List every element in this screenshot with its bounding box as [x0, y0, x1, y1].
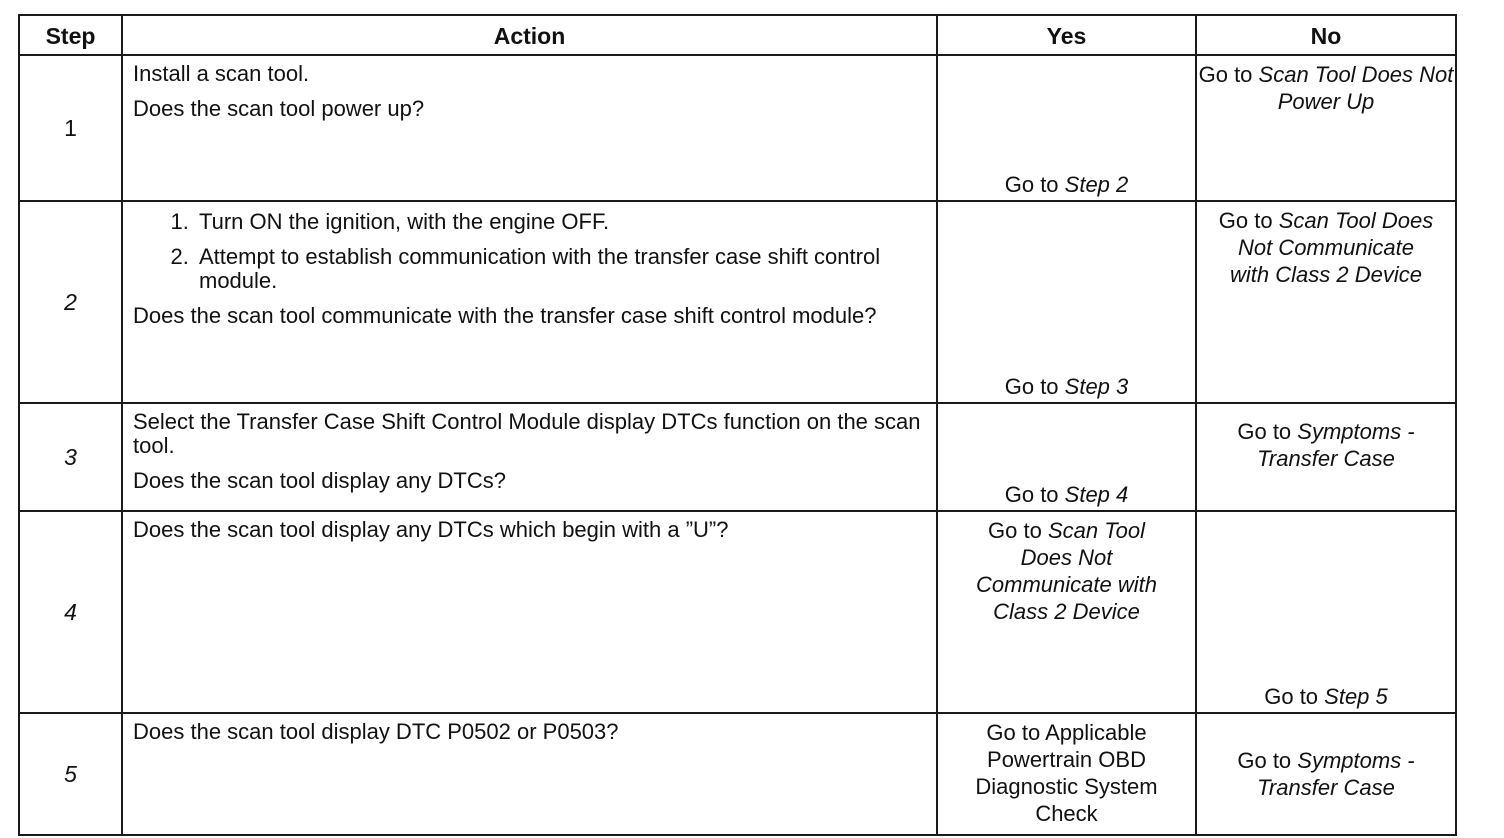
yes-cell: Go to Step 2: [936, 54, 1197, 202]
header-yes: Yes: [936, 14, 1197, 56]
action-cell: Install a scan tool. Does the scan tool …: [121, 54, 938, 202]
yes-cell: Go to Applicable Powertrain OBD Diagnost…: [936, 712, 1197, 836]
no-link[interactable]: Symptoms - Transfer Case: [1257, 748, 1415, 800]
action-cell: Turn ON the ignition, with the engine OF…: [121, 200, 938, 404]
action-cell: Select the Transfer Case Shift Control M…: [121, 402, 938, 512]
no-prefix: Go to: [1237, 748, 1298, 773]
no-cell: Go to Scan Tool Does Not Communicate wit…: [1195, 200, 1457, 404]
step-number: 1: [18, 54, 123, 202]
step-number: 4: [18, 510, 123, 714]
yes-link[interactable]: Go to Applicable Powertrain OBD Diagnost…: [975, 720, 1158, 826]
table-row: 3 Select the Transfer Case Shift Control…: [18, 402, 1457, 512]
header-no: No: [1195, 14, 1457, 56]
no-cell: Go to Symptoms - Transfer Case: [1195, 712, 1457, 836]
step-number: 2: [18, 200, 123, 404]
yes-prefix: Go to: [988, 518, 1048, 543]
diagnostic-table: Step Action Yes No 1 Install a scan tool…: [18, 14, 1457, 836]
header-action: Action: [121, 14, 938, 56]
table-row: 2 Turn ON the ignition, with the engine …: [18, 200, 1457, 404]
no-link[interactable]: Scan Tool Does Not Power Up: [1258, 62, 1454, 114]
action-question: Does the scan tool power up?: [133, 96, 425, 121]
header-step: Step: [18, 14, 123, 56]
table-row: 1 Install a scan tool. Does the scan too…: [18, 54, 1457, 202]
yes-prefix: Go to: [1004, 482, 1065, 507]
no-cell: Go to Scan Tool Does Not Power Up: [1195, 54, 1457, 202]
yes-link[interactable]: Step 3: [1064, 374, 1129, 399]
yes-cell: Go to Scan Tool Does Not Communicate wit…: [936, 510, 1197, 714]
yes-cell: Go to Step 4: [936, 402, 1197, 512]
action-question: Does the scan tool display any DTCs whic…: [133, 517, 729, 542]
header-row: Step Action Yes No: [18, 14, 1457, 56]
action-text: Select the Transfer Case Shift Control M…: [133, 409, 921, 458]
yes-link[interactable]: Scan Tool Does Not Communicate with Clas…: [976, 518, 1157, 624]
action-cell: Does the scan tool display any DTCs whic…: [121, 510, 938, 714]
yes-prefix: Go to: [1004, 374, 1065, 399]
no-prefix: Go to: [1218, 208, 1279, 233]
table-row: 5 Does the scan tool display DTC P0502 o…: [18, 712, 1457, 836]
no-prefix: Go to: [1198, 62, 1259, 87]
no-link[interactable]: Scan Tool Does Not Communicate with Clas…: [1230, 208, 1434, 287]
step-number: 5: [18, 712, 123, 836]
yes-link[interactable]: Step 4: [1064, 482, 1129, 507]
action-list-item: Attempt to establish communication with …: [195, 245, 926, 293]
action-list-item: Turn ON the ignition, with the engine OF…: [195, 210, 926, 234]
no-prefix: Go to: [1264, 684, 1325, 709]
yes-prefix: Go to: [1004, 172, 1065, 197]
action-question: Does the scan tool display any DTCs?: [133, 468, 506, 493]
action-question: Does the scan tool communicate with the …: [133, 303, 877, 328]
no-prefix: Go to: [1237, 419, 1298, 444]
no-cell: Go to Step 5: [1195, 510, 1457, 714]
step-number: 3: [18, 402, 123, 512]
table-row: 4 Does the scan tool display any DTCs wh…: [18, 510, 1457, 714]
action-text: Install a scan tool.: [133, 61, 310, 86]
yes-cell: Go to Step 3: [936, 200, 1197, 404]
action-question: Does the scan tool display DTC P0502 or …: [133, 719, 619, 744]
no-link[interactable]: Step 5: [1324, 684, 1388, 709]
action-list: Turn ON the ignition, with the engine OF…: [133, 210, 926, 293]
action-cell: Does the scan tool display DTC P0502 or …: [121, 712, 938, 836]
yes-link[interactable]: Step 2: [1064, 172, 1129, 197]
no-cell: Go to Symptoms - Transfer Case: [1195, 402, 1457, 512]
no-link[interactable]: Symptoms - Transfer Case: [1257, 419, 1415, 471]
